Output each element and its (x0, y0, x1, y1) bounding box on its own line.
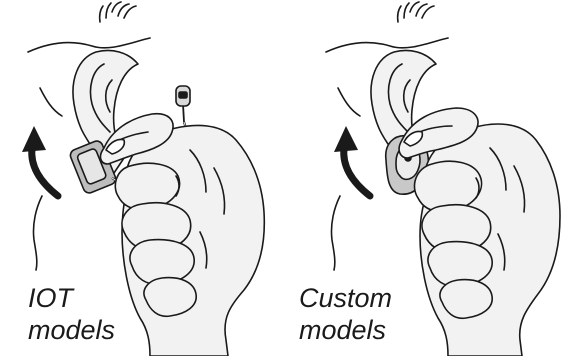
curved-arrow-up-icon (334, 126, 370, 196)
head-contour (326, 38, 448, 52)
iot-models-panel: IOT models (0, 0, 290, 356)
hand-illustration (399, 108, 560, 356)
caption-line-1: IOT (28, 282, 115, 314)
caption-line-1: Custom (299, 282, 392, 314)
hair-strands (398, 2, 434, 22)
custom-models-panel: Custom models (290, 0, 579, 356)
hair-strands (100, 2, 136, 22)
custom-models-caption: Custom models (299, 282, 392, 346)
caption-line-2: models (28, 314, 115, 346)
iot-models-caption: IOT models (28, 282, 115, 346)
head-contour (28, 38, 150, 52)
caption-line-2: models (299, 314, 392, 346)
hand-illustration (101, 114, 265, 356)
curved-arrow-up-icon (22, 126, 58, 196)
